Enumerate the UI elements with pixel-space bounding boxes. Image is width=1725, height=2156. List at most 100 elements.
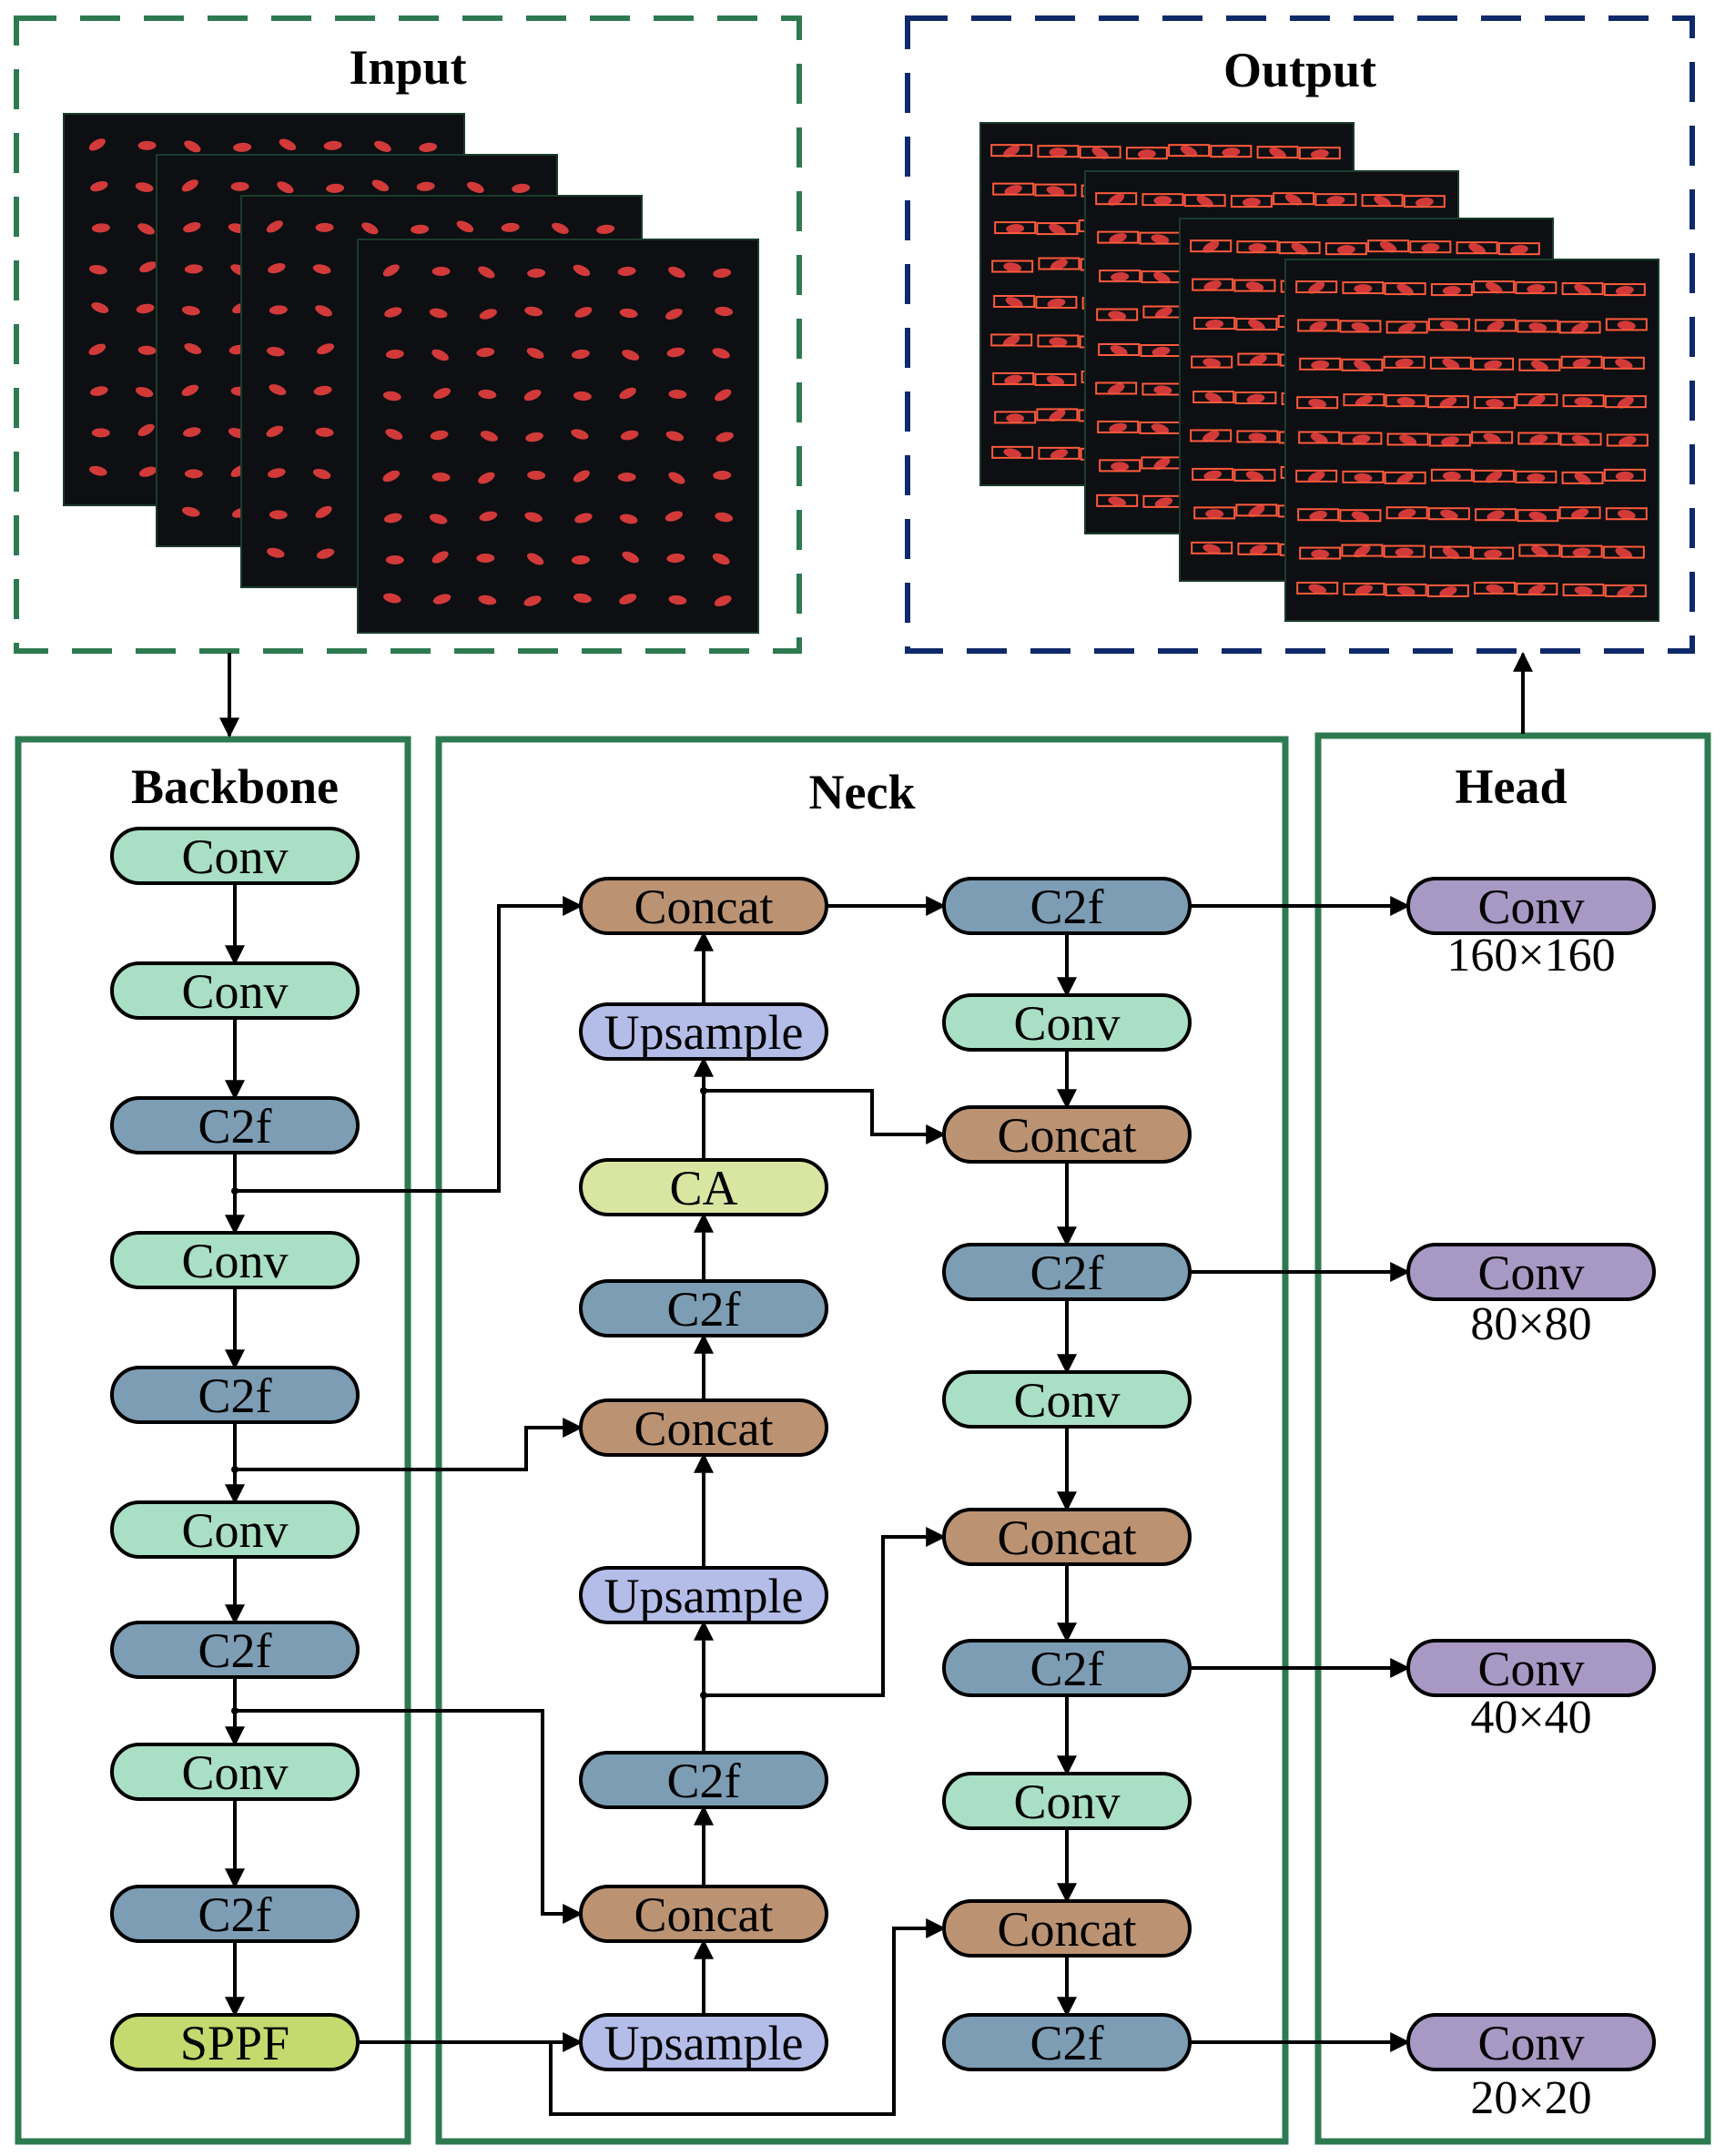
seed-mark xyxy=(1109,422,1128,433)
seed-mark xyxy=(1108,310,1127,320)
seed-mark xyxy=(478,472,495,484)
detection-box xyxy=(1295,280,1338,294)
detection-box xyxy=(1339,320,1382,333)
backbone-title: Backbone xyxy=(131,759,339,814)
seed-mark xyxy=(1617,509,1636,520)
seed-mark xyxy=(312,264,331,274)
seed-mark xyxy=(476,347,495,358)
seed-mark xyxy=(182,427,201,437)
seed-mark xyxy=(1354,284,1373,294)
seed-mark xyxy=(90,181,108,192)
detection-box xyxy=(1298,147,1341,160)
detection-box xyxy=(1558,320,1601,334)
detection-box xyxy=(990,333,1033,347)
concat-block: Concat xyxy=(579,877,828,935)
sppf-block-label: SPPF xyxy=(180,2016,289,2070)
seed-mark xyxy=(1153,196,1172,206)
seed-mark xyxy=(1396,473,1414,485)
detection-box xyxy=(1191,541,1233,554)
head-panel-border xyxy=(1314,732,1711,2145)
seed-mark xyxy=(277,181,294,194)
seed-mark xyxy=(1374,196,1391,208)
output-image-stack xyxy=(979,122,1659,622)
seed-mark xyxy=(1617,585,1635,597)
seed-mark xyxy=(1152,346,1171,357)
seed-mark xyxy=(1180,145,1198,158)
seed-mark xyxy=(1355,585,1374,595)
seed-mark xyxy=(666,347,685,358)
seed-mark xyxy=(136,303,155,314)
seed-mark xyxy=(1618,436,1637,446)
detection-box xyxy=(1097,230,1140,244)
detection-box xyxy=(1456,241,1498,255)
c2f-block: C2f xyxy=(942,877,1192,935)
seed-mark xyxy=(181,179,198,192)
detection-box xyxy=(1233,468,1276,482)
seed-mark xyxy=(1003,262,1022,272)
seed-mark xyxy=(1351,511,1370,522)
conv-block: Conv xyxy=(110,961,360,1020)
detection-box xyxy=(994,411,1037,424)
input-image-4 xyxy=(357,239,759,634)
detection-box xyxy=(1473,469,1516,483)
head-resolution-label: 40×40 xyxy=(1470,1692,1591,1744)
conv-block-shape xyxy=(1406,877,1656,935)
detection-box xyxy=(1273,192,1315,206)
conv-block-shape xyxy=(1406,1639,1656,1697)
seed-mark xyxy=(619,514,638,524)
output-title: Output xyxy=(1223,43,1376,97)
seed-mark xyxy=(385,554,404,565)
seed-mark xyxy=(1248,432,1267,442)
detection-box xyxy=(1343,582,1385,595)
detection-box xyxy=(1341,358,1384,371)
seed-mark xyxy=(1326,196,1345,206)
conv-block-label: Conv xyxy=(1013,1373,1120,1428)
detection-box xyxy=(1034,372,1077,386)
c2f-block-label: C2f xyxy=(198,1623,272,1678)
seed-mark xyxy=(1311,360,1330,370)
detection-box xyxy=(1343,393,1385,407)
sppf-block-shape xyxy=(110,2013,360,2071)
seed-mark xyxy=(1351,322,1370,332)
input-panel-border xyxy=(14,15,802,654)
concat-block: Concat xyxy=(579,1885,828,1943)
detection-box xyxy=(992,371,1035,385)
c2f-block-shape xyxy=(110,1366,360,1424)
seed-mark xyxy=(1615,285,1634,296)
detection-box xyxy=(1497,242,1540,256)
seed-mark xyxy=(1091,147,1109,159)
seed-mark xyxy=(1486,584,1505,595)
seed-mark xyxy=(374,140,391,152)
detection-box xyxy=(1183,194,1226,208)
seed-mark xyxy=(137,140,157,150)
concat-block-label: Concat xyxy=(634,880,774,934)
detection-box xyxy=(1095,381,1138,395)
blocks: ConvConvC2fConvC2fConvC2fConvC2fSPPFConc… xyxy=(110,827,1656,2124)
seed-mark xyxy=(1617,320,1636,331)
c2f-block-shape xyxy=(579,1279,828,1337)
detection-box xyxy=(1038,257,1081,270)
seed-mark xyxy=(1485,281,1503,294)
seed-mark xyxy=(1153,457,1171,470)
seed-mark xyxy=(526,553,544,565)
seed-mark xyxy=(89,465,107,476)
seed-mark xyxy=(1249,354,1267,366)
concat-block-shape xyxy=(942,1899,1192,1958)
conv-block-label: Conv xyxy=(181,1745,288,1800)
seed-mark xyxy=(480,431,498,442)
seed-mark xyxy=(1421,243,1440,253)
detection-box xyxy=(1034,183,1077,197)
seed-mark xyxy=(1484,549,1503,559)
seed-mark xyxy=(184,264,203,274)
detection-box xyxy=(1560,544,1603,558)
seed-mark xyxy=(1442,547,1460,560)
seed-mark xyxy=(1570,508,1589,519)
seed-mark xyxy=(619,308,638,319)
detection-box xyxy=(1299,357,1342,371)
junction-dot xyxy=(231,1187,238,1195)
input-image-stack xyxy=(63,113,759,634)
detection-box xyxy=(1324,242,1367,256)
detection-box xyxy=(1190,429,1233,442)
conv-block-label: Conv xyxy=(181,829,288,884)
edge-b7-n8 xyxy=(235,1709,583,1924)
